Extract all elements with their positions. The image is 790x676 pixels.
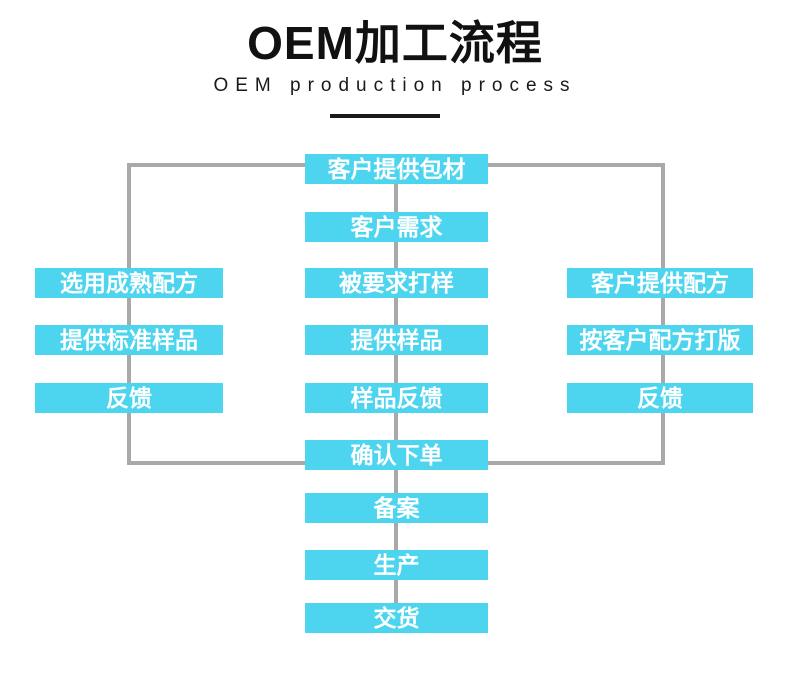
box-select-mature-formula: 选用成熟配方 — [35, 268, 223, 298]
box-sample-feedback: 样品反馈 — [305, 383, 488, 413]
box-filing: 备案 — [305, 493, 488, 523]
left-vertical-connector — [127, 163, 131, 465]
box-pattern-by-customer-formula: 按客户配方打版 — [567, 325, 753, 355]
title-divider — [330, 114, 440, 119]
box-customer-requirements: 客户需求 — [305, 212, 488, 242]
box-customer-provides-packaging: 客户提供包材 — [305, 154, 488, 184]
box-feedback-left: 反馈 — [35, 383, 223, 413]
page-subtitle: OEM production process — [213, 75, 577, 97]
box-provide-standard-sample: 提供标准样品 — [35, 325, 223, 355]
box-feedback-right: 反馈 — [567, 383, 753, 413]
box-provide-sample: 提供样品 — [305, 325, 488, 355]
box-production: 生产 — [305, 550, 488, 580]
box-requested-sampling: 被要求打样 — [305, 268, 488, 298]
box-confirm-order: 确认下单 — [305, 440, 488, 470]
page-title: OEM加工流程 — [247, 17, 543, 69]
box-customer-provides-formula: 客户提供配方 — [567, 268, 753, 298]
page-header: OEM加工流程 OEM production process — [0, 0, 790, 119]
box-delivery: 交货 — [305, 603, 488, 633]
right-vertical-connector — [661, 163, 665, 465]
